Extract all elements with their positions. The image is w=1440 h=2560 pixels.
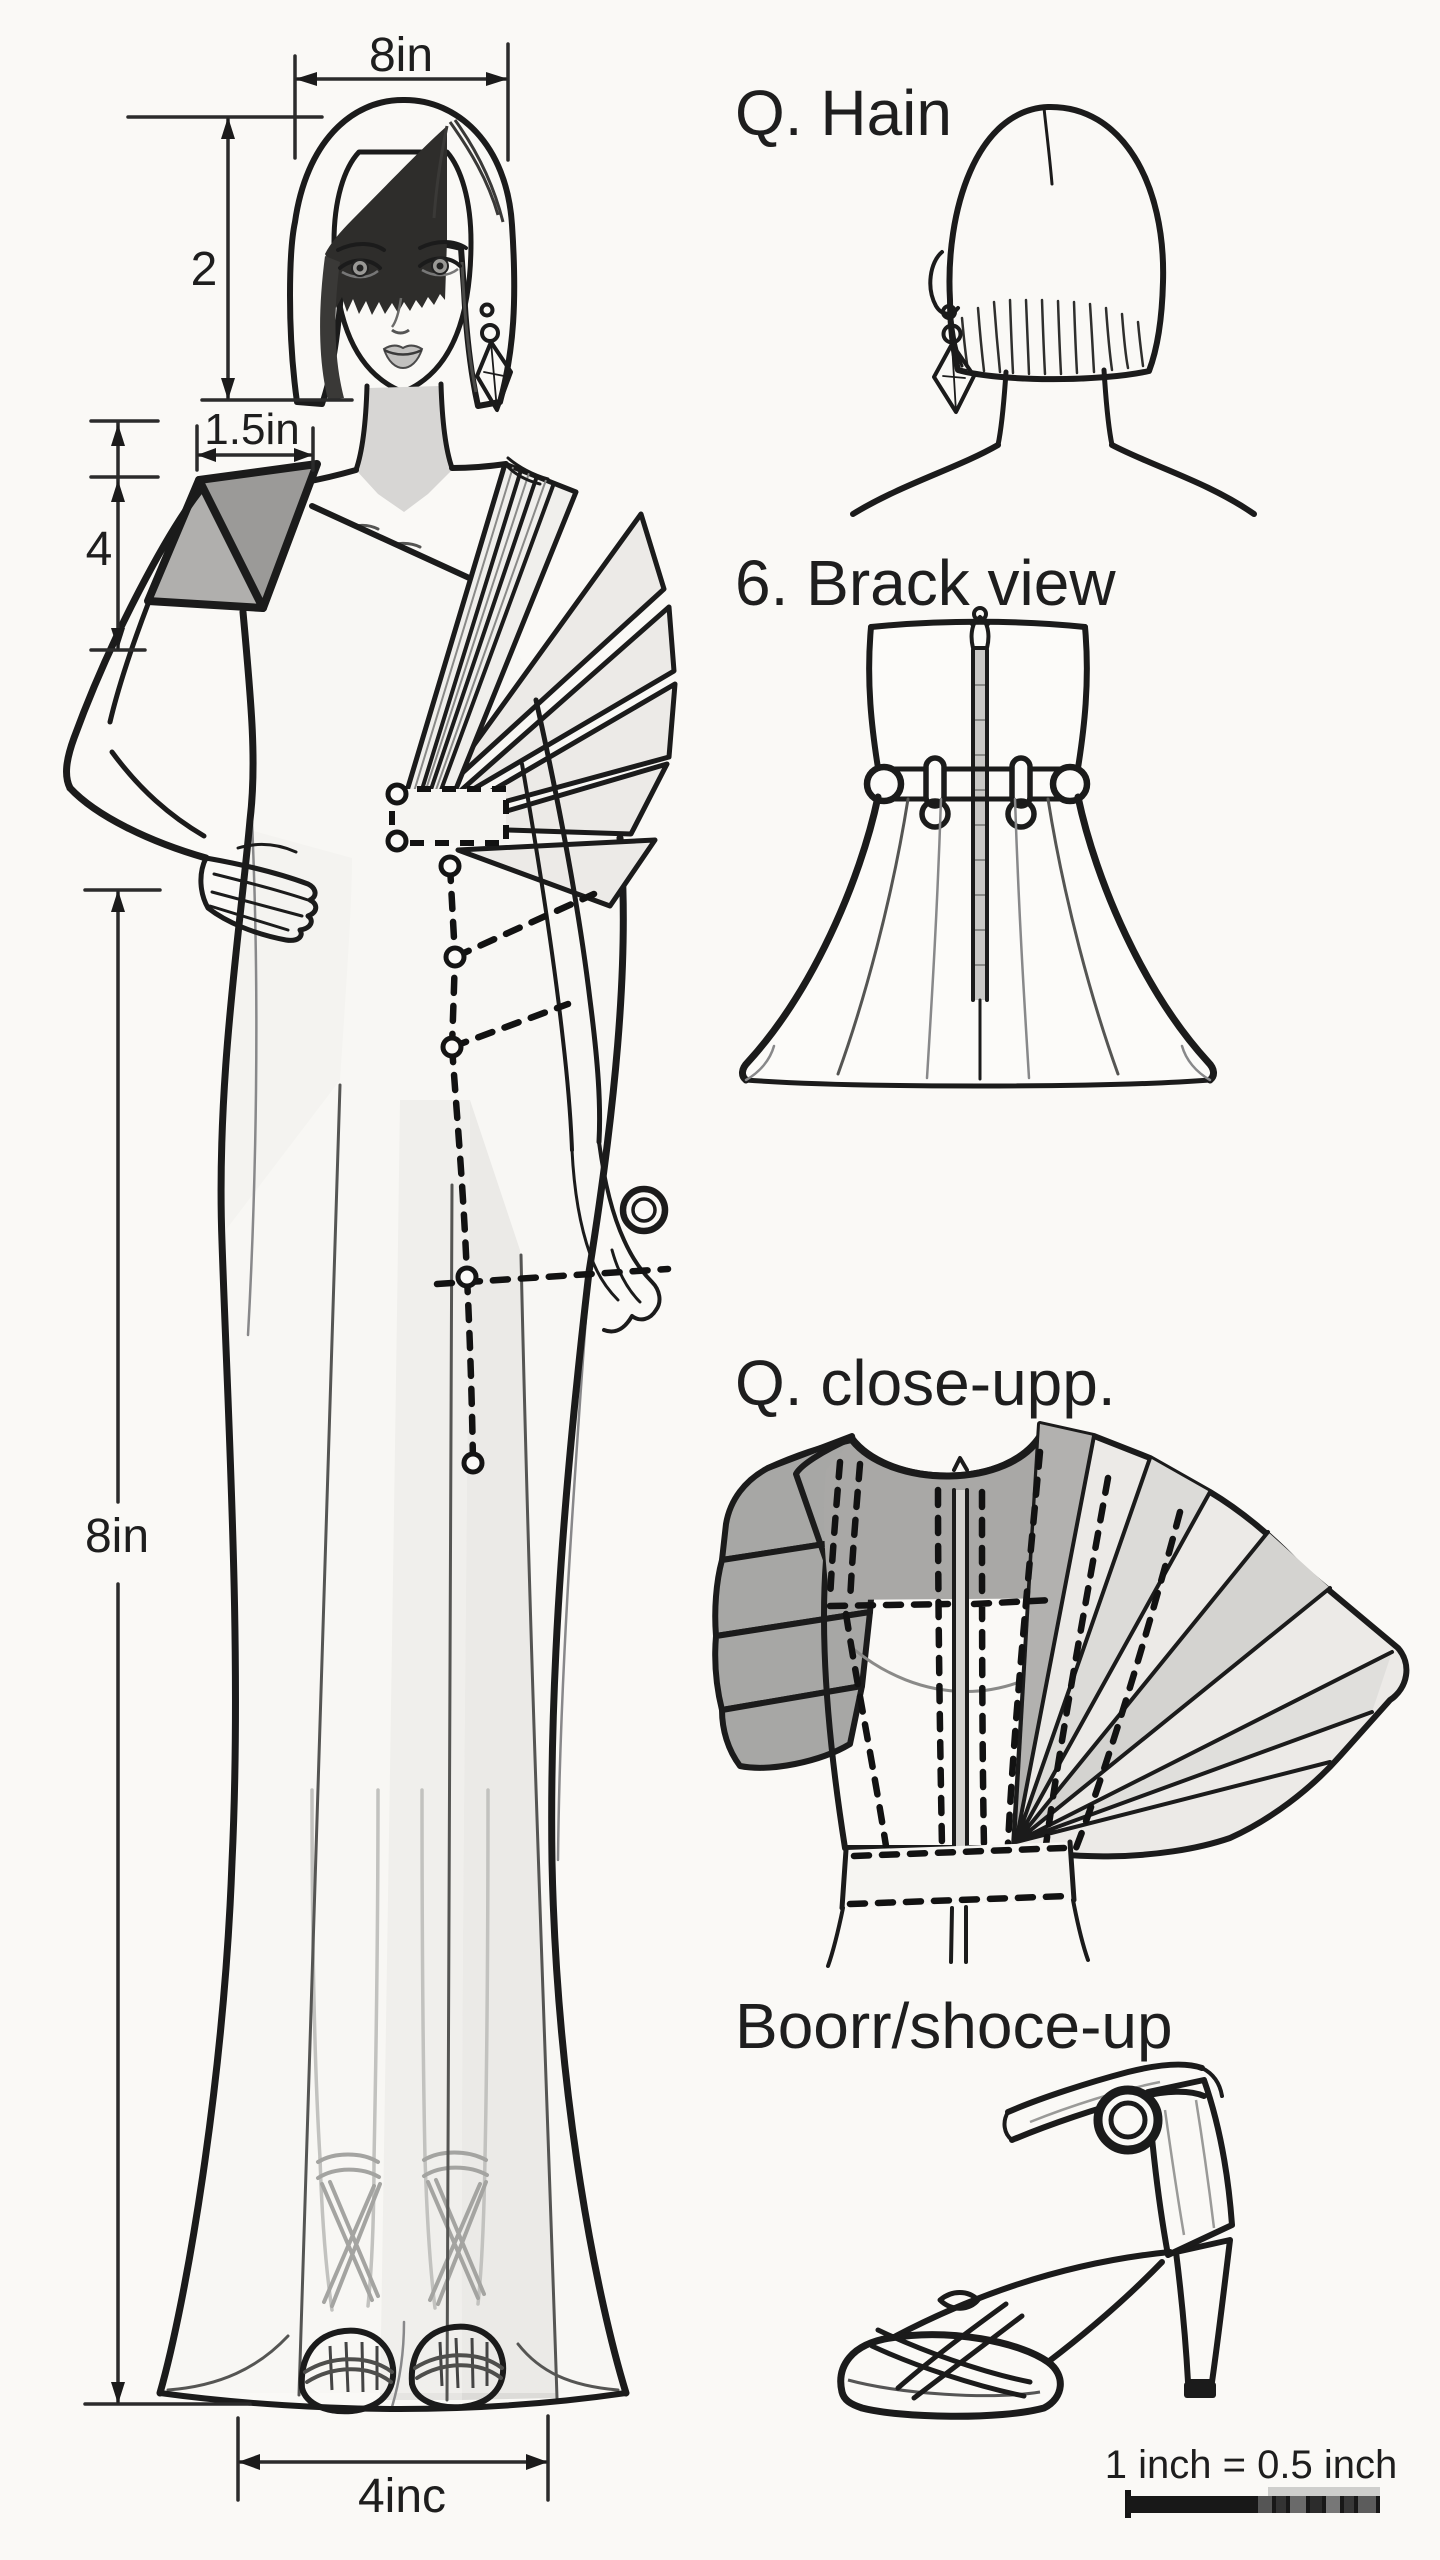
heading-closeup: Q. close-upp.	[735, 1347, 1116, 1419]
dim-head-height-label: 2	[191, 243, 218, 296]
dim-head-height: 2	[126, 115, 354, 402]
dim-shoulder-panel-label: 4	[86, 523, 113, 576]
back-hair-figure	[850, 103, 1257, 517]
dim-head-width-label: 8in	[369, 29, 433, 82]
neck-shadow	[356, 386, 452, 512]
closeup-waistband	[826, 1839, 1090, 1968]
gown-left-edge	[156, 608, 257, 2397]
left-arm	[63, 488, 319, 943]
construction-dashes	[385, 782, 672, 1475]
right-arm	[520, 697, 669, 1334]
front-face	[331, 149, 474, 395]
scale-panel: 1 inch = 0.5 inch	[1105, 2443, 1397, 2518]
heel-cap	[1184, 2382, 1216, 2398]
facial-features	[336, 240, 468, 370]
fan-pleats	[1011, 1421, 1410, 1860]
back-view-figure	[739, 606, 1217, 1089]
bodice-closeup-figure	[712, 1421, 1410, 1968]
heel-sandal-figure	[837, 2061, 1235, 2420]
dim-skirt-length-label: 8in	[85, 1510, 149, 1563]
belt-rings	[863, 755, 1091, 830]
fan-sleeve	[400, 456, 678, 909]
heading-back-view: 6. Brack view	[735, 547, 1116, 619]
hair-right-strand	[460, 261, 478, 393]
scale-label: 1 inch = 0.5 inch	[1105, 2443, 1397, 2487]
back-ear	[928, 250, 960, 316]
dim-shoulder-panel: 4	[86, 419, 160, 652]
toe-straps	[869, 2290, 1033, 2401]
front-figure: 8in 2 1.5in 4 8in	[63, 29, 678, 2523]
dim-hem-width-label: 4inc	[358, 2470, 446, 2523]
left-hand	[198, 855, 319, 943]
heading-hair: Q. Hain	[735, 77, 952, 149]
foot-bed	[893, 2249, 1173, 2339]
earring-front	[475, 302, 513, 412]
back-zipper	[969, 606, 991, 1081]
closeup-zipper	[952, 1456, 969, 1902]
gown-hem	[157, 2390, 629, 2412]
shoulder-panel	[144, 460, 321, 612]
lips	[382, 344, 424, 370]
hair-side-lock	[320, 256, 344, 400]
dim-head-width: 8in	[293, 29, 510, 162]
toe-platform	[837, 2331, 1064, 2420]
dim-shoulder-inset: 1.5in	[195, 405, 315, 472]
dim-shoulder-inset-label: 1.5in	[204, 405, 299, 454]
shoe-closeup-panel: Boorr/shoce-up	[735, 1990, 1235, 2420]
hair-part-strands	[432, 119, 505, 223]
hair-back-panel: Q. Hain	[735, 77, 1257, 517]
heel-counter	[1145, 2077, 1235, 2258]
arch-line	[1045, 2259, 1165, 2365]
dim-skirt-length: 8in	[83, 888, 252, 2406]
ring-buckle	[1093, 2085, 1163, 2155]
dim-hem-width: 4inc	[236, 2414, 550, 2523]
back-view-panel: 6. Brack view	[735, 547, 1217, 1089]
finger-ring	[619, 1185, 669, 1235]
earring-back	[932, 304, 976, 414]
sandals	[298, 2323, 507, 2415]
ankle-strap	[1002, 2061, 1224, 2143]
neck-lines	[353, 381, 455, 473]
sheer-overlay	[160, 506, 626, 2393]
scale-bar	[1125, 2487, 1380, 2518]
heading-shoe: Boorr/shoce-up	[735, 1990, 1173, 2062]
closeup-stitching	[826, 1448, 1184, 1852]
gown-right-edge	[548, 834, 630, 2397]
bodice-closeup-panel: Q. close-upp.	[712, 1347, 1410, 1968]
